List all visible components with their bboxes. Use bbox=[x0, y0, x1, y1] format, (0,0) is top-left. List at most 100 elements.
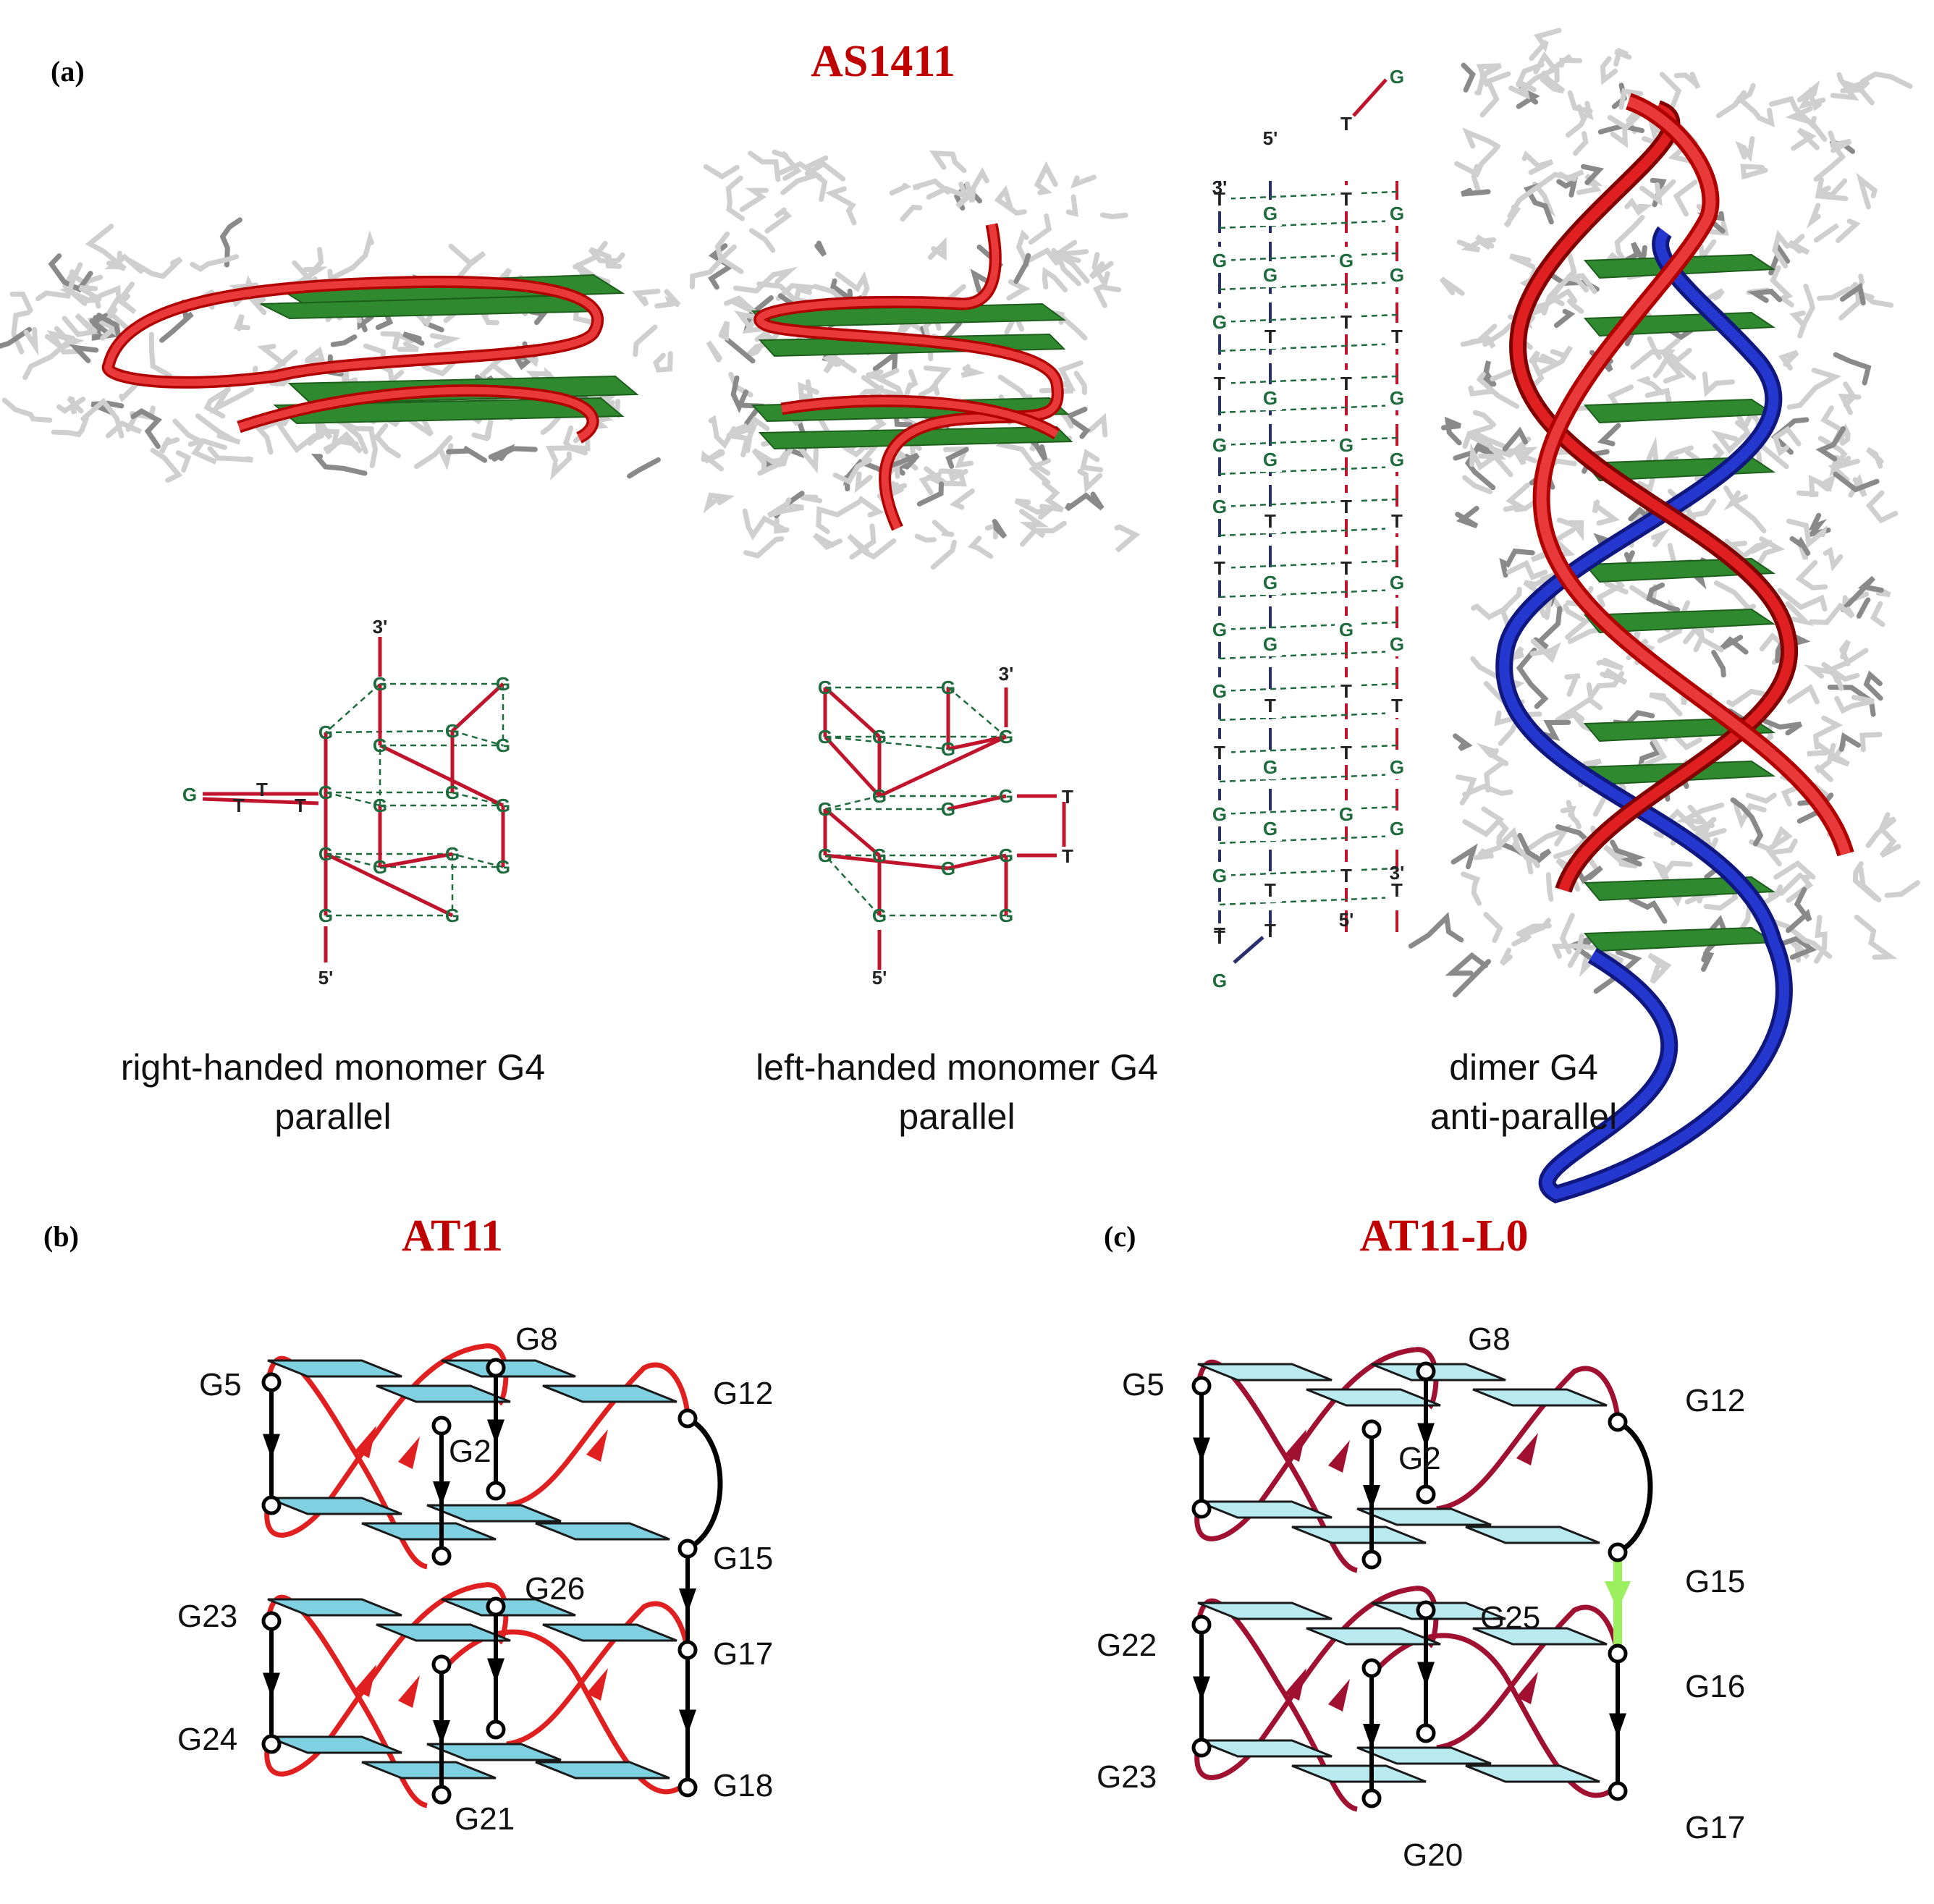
svg-text:T: T bbox=[233, 795, 245, 816]
panel-b-title: AT11 bbox=[402, 1211, 503, 1261]
svg-text:G: G bbox=[872, 905, 887, 926]
svg-text:T: T bbox=[1340, 680, 1352, 702]
at11-l0-label-g2: G2 bbox=[1398, 1441, 1441, 1476]
svg-text:G: G bbox=[1212, 619, 1227, 640]
svg-text:G: G bbox=[373, 673, 387, 695]
svg-text:G: G bbox=[1212, 970, 1227, 991]
at11-label-g21: G21 bbox=[455, 1801, 515, 1837]
at11-label-g5: G5 bbox=[199, 1367, 242, 1402]
svg-text:G: G bbox=[1212, 680, 1227, 702]
left-handed-monomer-structure bbox=[689, 149, 1141, 570]
caption-dimer-line2: anti-parallel bbox=[1430, 1096, 1617, 1137]
svg-text:G: G bbox=[318, 843, 333, 865]
at11-label-g8: G8 bbox=[515, 1321, 558, 1357]
svg-text:G: G bbox=[1263, 449, 1278, 470]
svg-text:T: T bbox=[1340, 373, 1352, 394]
svg-text:G: G bbox=[496, 795, 510, 816]
svg-text:5': 5' bbox=[872, 967, 887, 989]
panel-b-label: (b) bbox=[43, 1220, 79, 1253]
at11-l0-label-g16: G16 bbox=[1685, 1669, 1745, 1704]
svg-text:G: G bbox=[373, 795, 387, 816]
svg-text:T: T bbox=[1391, 879, 1403, 901]
svg-text:G: G bbox=[1263, 818, 1278, 839]
svg-text:G: G bbox=[999, 726, 1013, 748]
svg-text:G: G bbox=[1390, 66, 1404, 88]
svg-text:T: T bbox=[1214, 557, 1225, 579]
at11-l0-label-g12: G12 bbox=[1685, 1383, 1745, 1418]
at11-l0-residue-labels: G5 G8 G12 G2 G15 G22 G25 G16 G23 G20 G17 bbox=[1097, 1321, 1745, 1873]
dimer-structure bbox=[1408, 27, 1920, 1203]
svg-text:T: T bbox=[256, 779, 268, 800]
caption-right-handed-line2: parallel bbox=[274, 1096, 391, 1137]
svg-text:T: T bbox=[1214, 742, 1225, 763]
svg-text:G: G bbox=[818, 726, 832, 748]
at11-l0-label-g20: G20 bbox=[1403, 1837, 1463, 1873]
at11-l0-topology-diagram bbox=[1191, 1347, 1653, 1812]
svg-text:G: G bbox=[1212, 496, 1227, 517]
svg-text:G: G bbox=[373, 856, 387, 878]
caption-left-handed-line1: left-handed monomer G4 bbox=[756, 1047, 1158, 1088]
at11-label-g18: G18 bbox=[713, 1768, 773, 1803]
svg-text:T: T bbox=[1340, 188, 1352, 210]
svg-text:G: G bbox=[872, 845, 887, 866]
svg-text:T: T bbox=[1391, 510, 1403, 532]
svg-text:3': 3' bbox=[999, 663, 1014, 685]
panel-c-label: (c) bbox=[1104, 1220, 1136, 1253]
panel-c-title: AT11-L0 bbox=[1359, 1211, 1528, 1261]
svg-text:G: G bbox=[1390, 818, 1404, 839]
at11-label-g15: G15 bbox=[713, 1541, 773, 1576]
svg-text:G: G bbox=[818, 677, 832, 698]
svg-text:T: T bbox=[1340, 557, 1352, 579]
at11-label-g23: G23 bbox=[177, 1599, 237, 1634]
svg-text:G: G bbox=[999, 785, 1013, 807]
svg-text:G: G bbox=[1390, 387, 1404, 409]
svg-text:G: G bbox=[1263, 264, 1278, 286]
panel-a-title: AS1411 bbox=[811, 37, 955, 86]
svg-text:G: G bbox=[1390, 264, 1404, 286]
svg-text:G: G bbox=[1263, 387, 1278, 409]
caption-right-handed-line1: right-handed monomer G4 bbox=[121, 1047, 545, 1088]
svg-text:G: G bbox=[373, 735, 387, 756]
svg-text:G: G bbox=[1212, 250, 1227, 271]
svg-text:G: G bbox=[182, 784, 197, 805]
svg-text:T: T bbox=[1264, 326, 1276, 347]
svg-text:G: G bbox=[941, 858, 955, 879]
svg-text:G: G bbox=[1390, 203, 1404, 224]
svg-text:G: G bbox=[1212, 434, 1227, 456]
svg-text:G: G bbox=[445, 720, 460, 742]
at11-l0-label-g8: G8 bbox=[1468, 1321, 1511, 1357]
svg-text:T: T bbox=[1264, 879, 1276, 901]
svg-text:T: T bbox=[1340, 311, 1352, 333]
svg-text:G: G bbox=[496, 673, 510, 695]
svg-text:T: T bbox=[1340, 496, 1352, 517]
at11-label-g12: G12 bbox=[713, 1376, 773, 1411]
svg-text:T: T bbox=[1214, 926, 1225, 948]
svg-text:G: G bbox=[1212, 865, 1227, 887]
svg-text:G: G bbox=[1339, 803, 1354, 825]
at11-l0-label-g23: G23 bbox=[1097, 1759, 1157, 1795]
svg-text:G: G bbox=[818, 845, 832, 866]
svg-text:T: T bbox=[1340, 742, 1352, 763]
svg-text:G: G bbox=[1390, 633, 1404, 655]
svg-text:T: T bbox=[1214, 188, 1225, 210]
svg-text:5': 5' bbox=[1263, 127, 1278, 149]
svg-text:G: G bbox=[1390, 572, 1404, 593]
svg-text:T: T bbox=[1062, 845, 1073, 867]
dimer-schematic: TGTGGGGGGTTTTGTGGGGGGTTTTGTGGGGGGTTTTGTG… bbox=[1208, 66, 1409, 991]
right-handed-monomer-structure bbox=[0, 217, 681, 483]
svg-text:G: G bbox=[1339, 619, 1354, 640]
svg-text:G: G bbox=[999, 845, 1013, 866]
at11-label-g17: G17 bbox=[713, 1636, 773, 1672]
svg-text:G: G bbox=[941, 677, 955, 698]
svg-text:T: T bbox=[1214, 923, 1225, 945]
svg-text:G: G bbox=[1263, 756, 1278, 778]
svg-text:G: G bbox=[818, 798, 832, 820]
svg-text:G: G bbox=[999, 905, 1013, 926]
svg-text:G: G bbox=[445, 782, 460, 803]
svg-text:G: G bbox=[1263, 633, 1278, 655]
svg-text:T: T bbox=[1264, 695, 1276, 716]
svg-text:G: G bbox=[318, 905, 333, 926]
